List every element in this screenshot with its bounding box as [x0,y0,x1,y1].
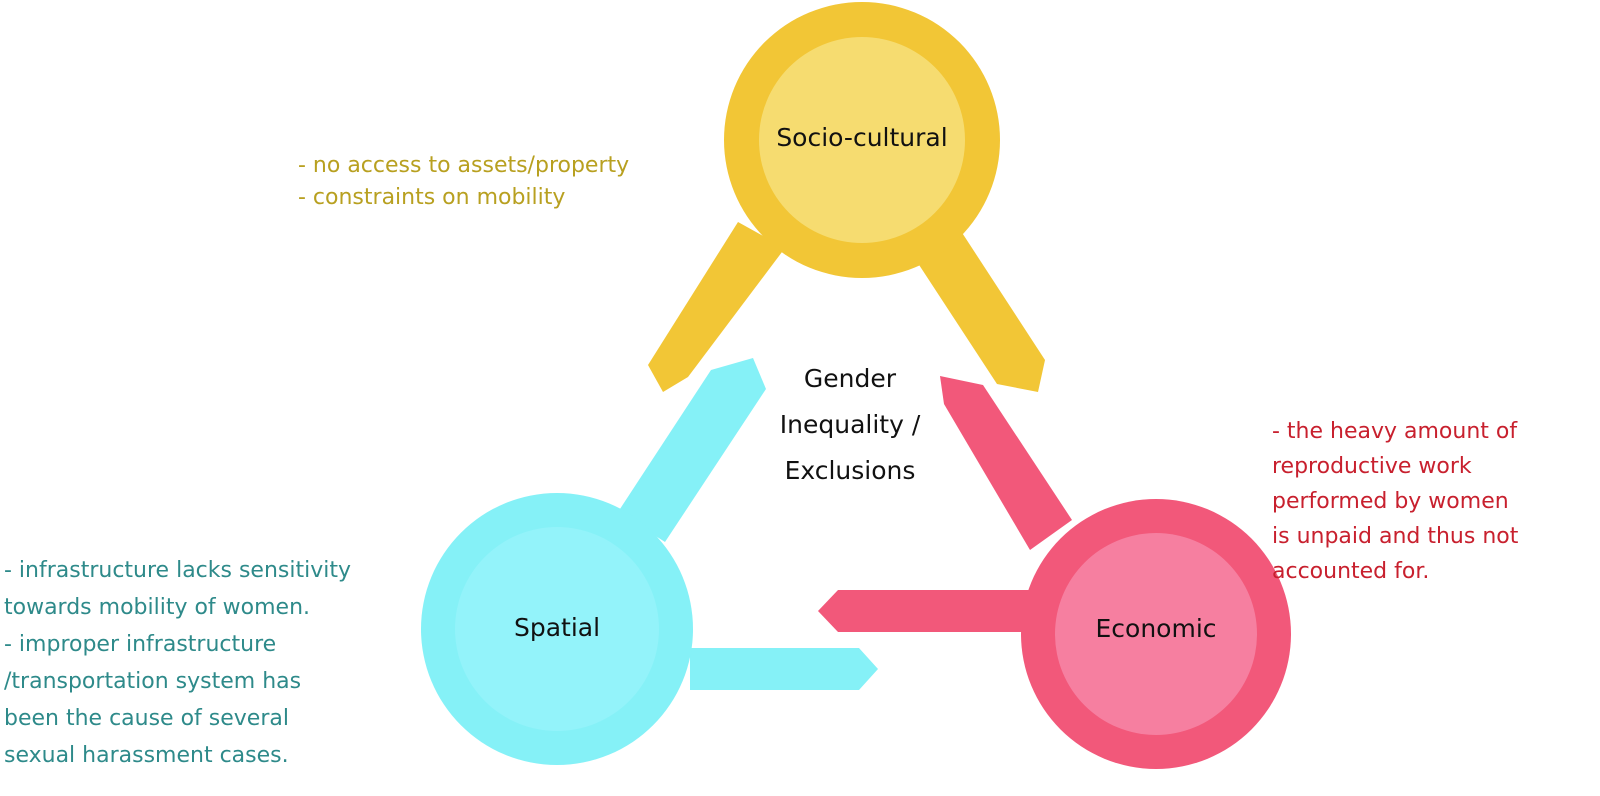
center-line: Gender [803,364,897,393]
note-line: - the heavy amount of [1272,419,1518,444]
note-line: been the cause of several [4,706,289,731]
spatial-circle-inner [455,527,659,731]
note-line: reproductive work [1272,454,1472,479]
economic-label: Economic [1095,614,1217,643]
spatial-label: Spatial [513,613,601,642]
socio-circle-inner [759,37,965,243]
economic-arm-up [940,376,1072,550]
note-line: is unpaid and thus not [1272,524,1519,549]
note-line: accounted for. [1272,559,1430,584]
socio-arm-left [648,222,785,392]
center-line: Inequality / [779,410,921,439]
center-label: Gender Inequality / Exclusions [740,356,960,494]
socio-cultural-notes: - no access to assets/property - constra… [298,150,629,214]
note-line: performed by women [1272,489,1509,514]
economic-arm-left [818,590,1041,632]
note-line: /transportation system has [4,669,302,694]
spatial-arm-right [690,648,878,690]
socio-arm-right [908,225,1045,392]
note-line: sexual harassment cases. [4,743,289,768]
spatial-notes: - infrastructure lacks sensitivity towar… [4,552,351,774]
socio-cultural-label: Socio-cultural [776,123,948,152]
note-line: towards mobility of women. [4,595,311,620]
note-line: - infrastructure lacks sensitivity [4,558,352,583]
center-line: Exclusions [784,456,916,485]
note-line: - no access to assets/property [298,153,630,178]
spatial-arm-up [618,358,766,542]
note-line: - improper infrastructure [4,632,277,657]
economic-circle-inner [1055,533,1257,735]
economic-notes: - the heavy amount of reproductive work … [1272,414,1518,589]
note-line: - constraints on mobility [298,185,566,210]
